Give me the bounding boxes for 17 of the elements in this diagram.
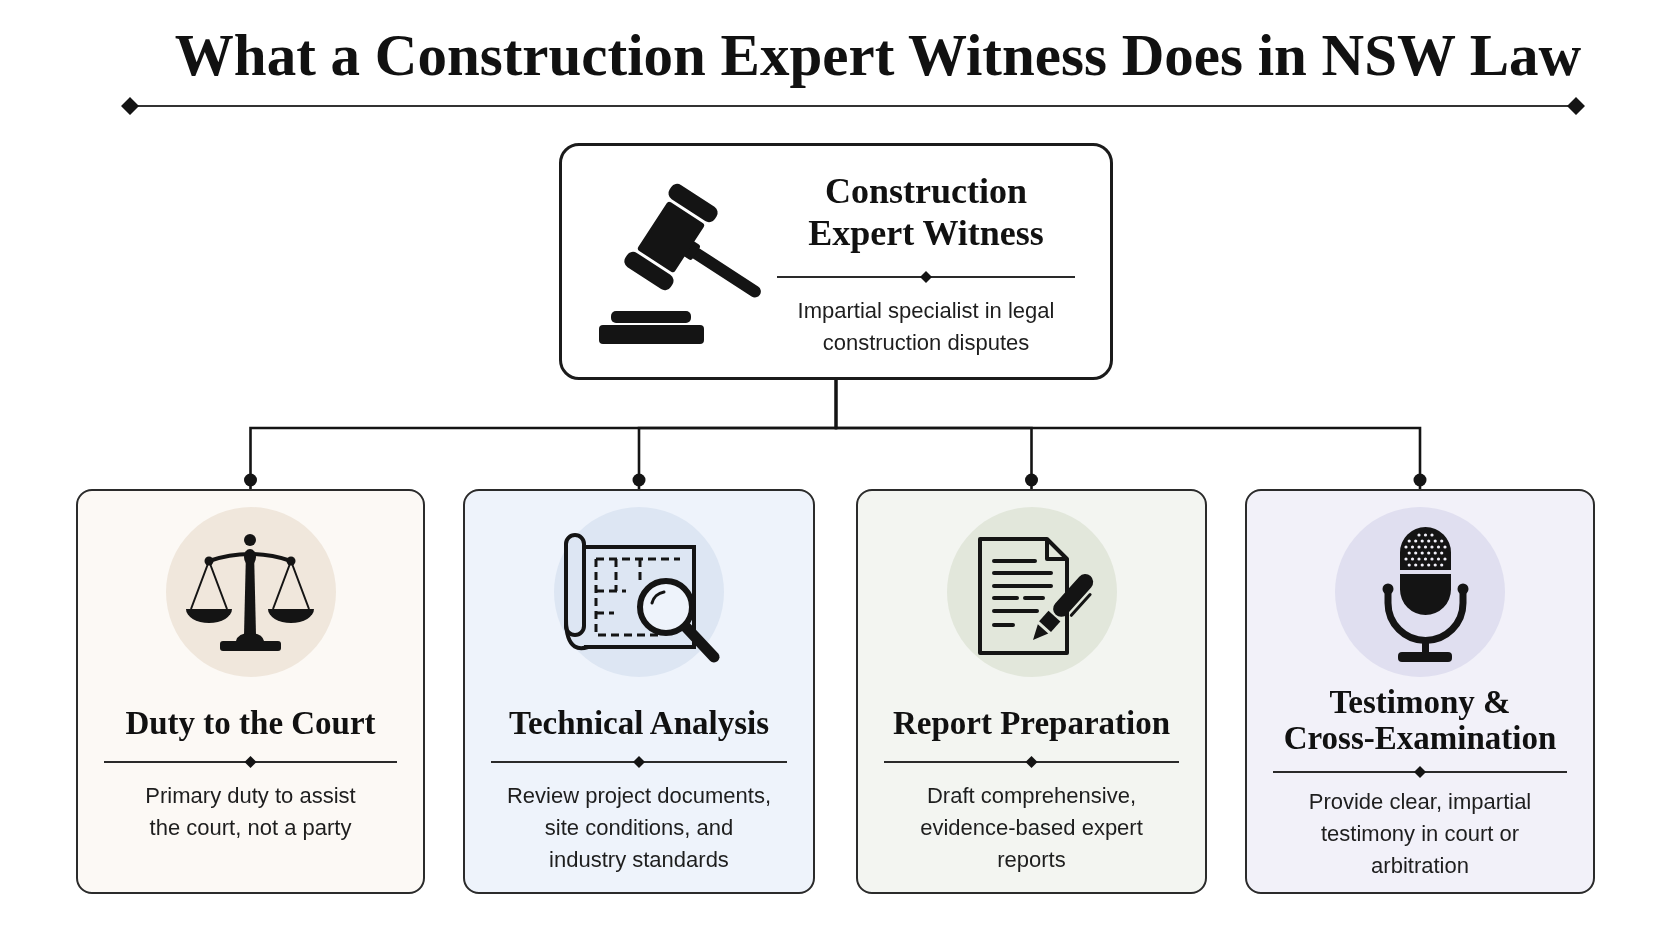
box-description: Impartial specialist in legal construction disputes [796,297,1056,357]
role-card [1245,489,1595,894]
title: What a Construction Expert Witness Does in NSW Law [174,23,1582,87]
title-box [559,143,1113,380]
box-heading: Technical Analysis [508,705,770,741]
connector-line [834,380,1427,489]
box-description: Provide clear, impartial testimony in court or arbitration [1307,788,1533,880]
role-card [856,489,1207,894]
box-heading: Testimony & Cross-Examination [1282,684,1558,756]
box-description: Review project documents, site conditions, and industry standards [505,782,773,874]
box-heading: Report Preparation [892,705,1171,741]
box-heading: Duty to the Court [125,705,376,741]
box-description: Draft comprehensive, evidence-based expert reports [919,782,1144,874]
role-card [463,489,815,894]
role-card [76,489,425,894]
box-description: Primary duty to assist the court, not a party [144,782,357,842]
box-heading: Construction Expert Witness [807,170,1045,254]
